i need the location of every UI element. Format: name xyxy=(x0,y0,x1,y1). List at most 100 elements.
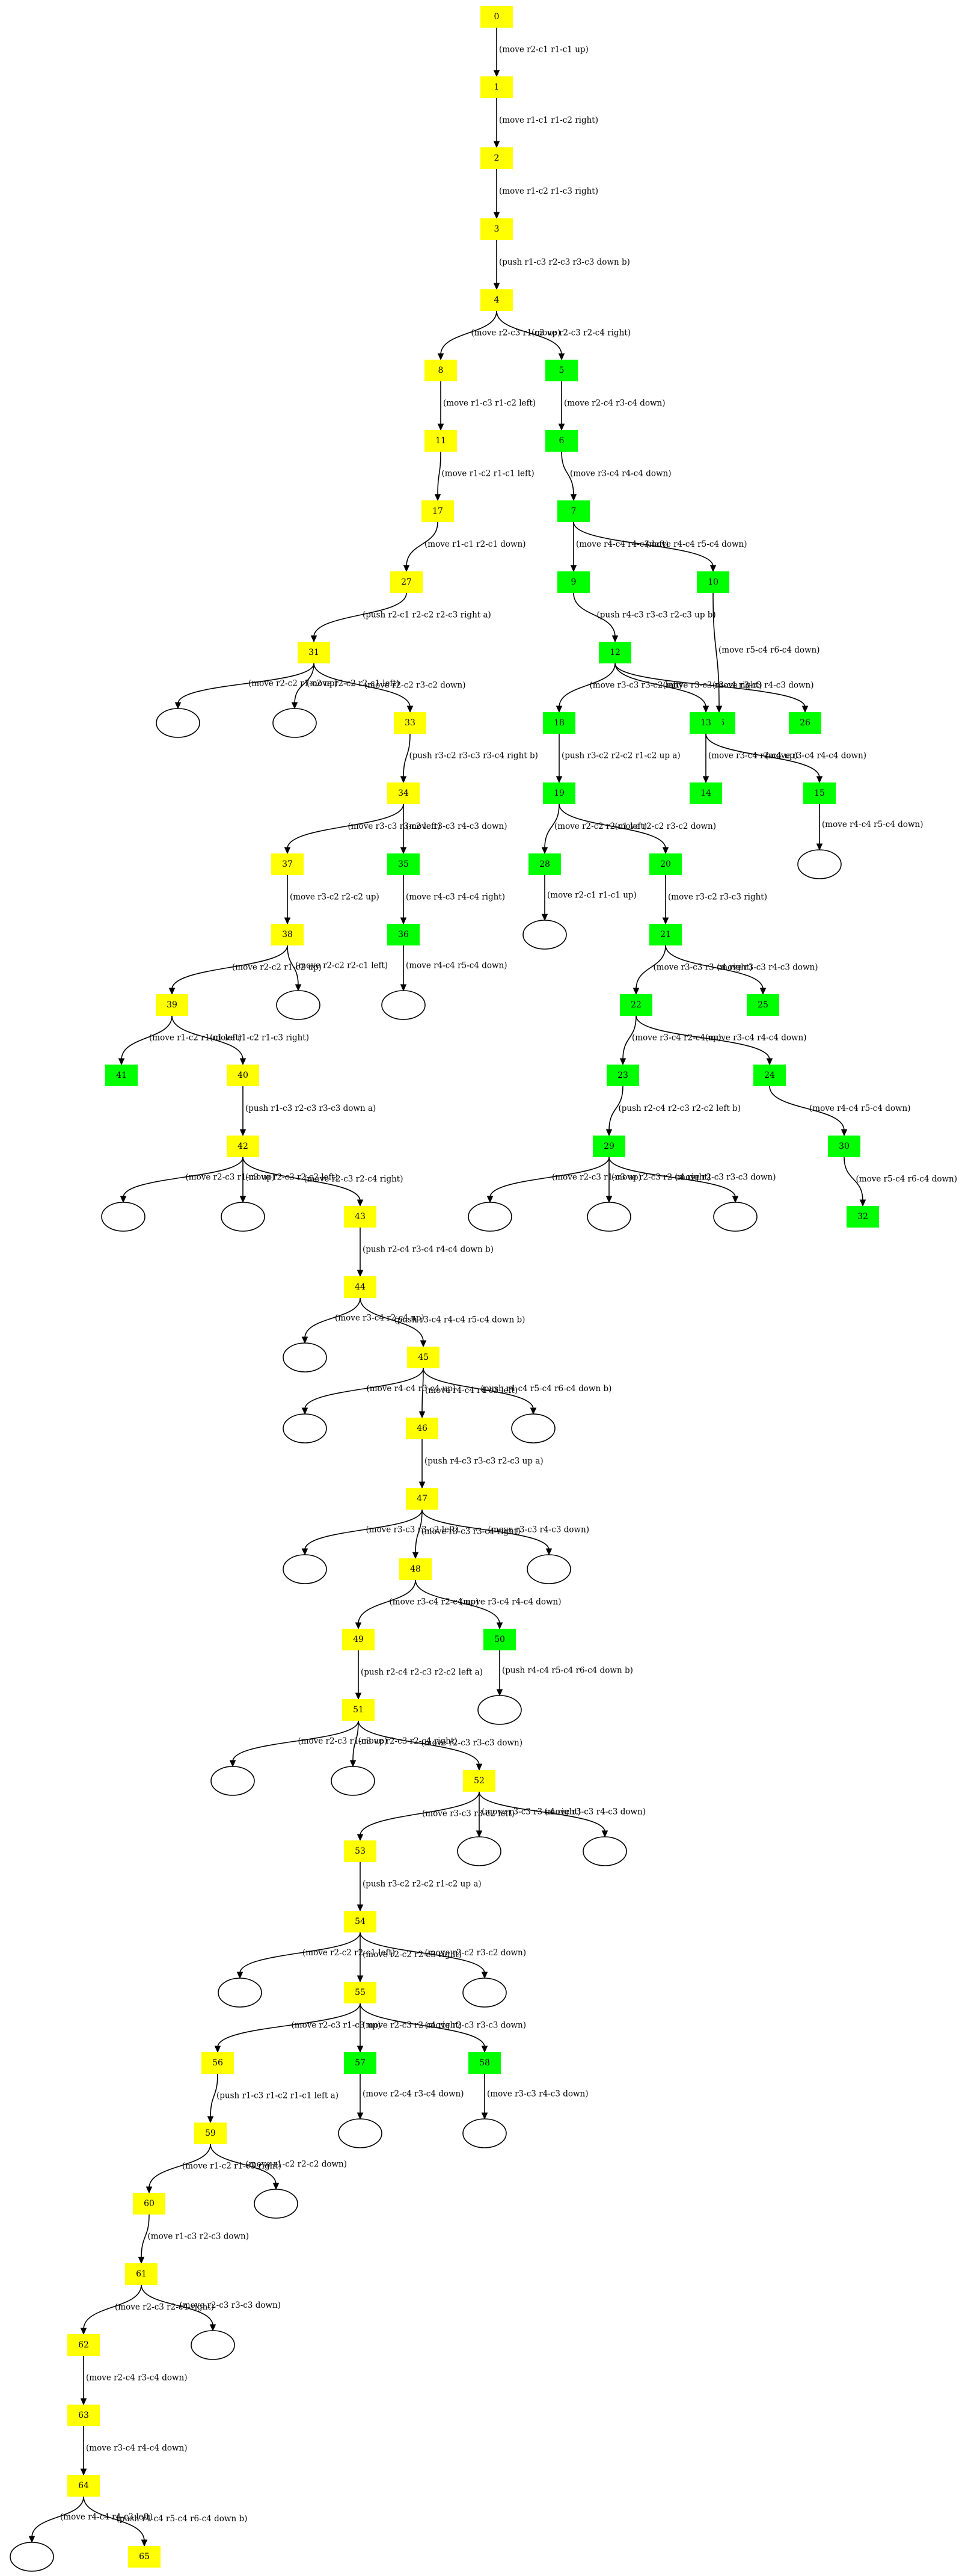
arrowhead xyxy=(496,1622,503,1630)
edge: (move r2-c2 r3-c2 down) xyxy=(559,804,716,855)
arrowhead xyxy=(434,494,441,502)
edge: (move r4-c4 r5-c4 down) xyxy=(816,804,923,851)
edge: (push r2-c4 r2-c3 r2-c2 left a) xyxy=(355,1650,483,1700)
node-label: 53 xyxy=(355,1846,366,1856)
arrowhead xyxy=(357,1975,364,1983)
node-box xyxy=(387,853,420,875)
node-label: 5 xyxy=(559,366,565,375)
edge: (move r2-c3 r2-c4 right) xyxy=(496,310,631,361)
empty-leaf-node xyxy=(587,1202,631,1232)
arrowhead xyxy=(611,635,619,643)
edge: (move r4-c4 r5-c4 down) xyxy=(573,521,747,573)
node-box xyxy=(227,1065,259,1086)
arrowhead xyxy=(174,702,182,710)
edge-label: (move r4-c3 r4-c4 right) xyxy=(406,893,505,902)
arrowhead xyxy=(349,1760,357,1768)
empty-leaf-node xyxy=(283,1342,327,1373)
edge-line xyxy=(479,1791,605,1833)
arrowhead xyxy=(357,2112,364,2120)
node-box xyxy=(545,430,578,452)
edge-line xyxy=(358,1579,416,1625)
edge: (push r3-c2 r2-c2 r1-c2 up a) xyxy=(556,734,681,784)
edge: (push r3-c4 r4-c4 r5-c4 down b) xyxy=(360,1297,525,1348)
edge: (move r2-c4 r3-c4 down) xyxy=(357,2074,464,2120)
empty-leaf-node xyxy=(797,849,842,879)
arrowhead xyxy=(295,984,302,992)
node-label: 20 xyxy=(660,859,671,869)
edge-label: (move r4-c4 r4-c3 left) xyxy=(576,539,669,549)
state-node-47: 47 xyxy=(406,1488,438,1510)
edge: (move r4-c4 r3-c4 up) xyxy=(301,1368,456,1415)
arrowhead xyxy=(301,1548,308,1556)
state-node-6: 6 xyxy=(545,430,578,452)
edge-label: (move r3-c2 r2-c2 up) xyxy=(290,893,379,902)
edge-label: (push r1-c3 r1-c2 r1-c1 left a) xyxy=(216,2091,338,2101)
node-box xyxy=(406,1488,438,1510)
empty-leaf-node xyxy=(457,1836,501,1866)
arrowhead xyxy=(209,2324,216,2332)
arrowhead xyxy=(418,1481,426,1489)
edge-line xyxy=(210,2144,277,2185)
node-box xyxy=(128,2546,161,2568)
node-box xyxy=(620,994,652,1016)
node-box xyxy=(557,500,590,522)
node-label: 45 xyxy=(418,1353,429,1362)
arrowhead xyxy=(214,2046,221,2053)
node-label: 7 xyxy=(571,506,577,516)
arrowhead xyxy=(493,70,500,78)
edge-line xyxy=(559,663,616,708)
node-label: 63 xyxy=(78,2411,89,2420)
edge: (move r2-c2 r2-c1 left) xyxy=(236,1932,395,1979)
arrowhead xyxy=(357,1270,364,1277)
arrowhead xyxy=(412,1552,419,1560)
edge-label: (move r1-c2 r1-c3 right) xyxy=(210,1033,309,1043)
edge-label: (move r2-c3 r1-c3 up) xyxy=(552,1173,642,1182)
edge-line xyxy=(573,521,714,567)
edge: (move r2-c3 r3-c3 down) xyxy=(358,1720,522,1771)
edge: (move r3-c4 r4-c4 down) xyxy=(80,2426,187,2476)
edge: (move r2-c3 r2-c4 right) xyxy=(80,2284,214,2335)
arrowhead xyxy=(816,843,823,851)
arrowhead xyxy=(633,988,640,995)
node-label: 35 xyxy=(398,859,409,869)
state-node-55: 55 xyxy=(344,1982,376,2003)
state-node-30: 30 xyxy=(828,1136,860,1157)
edge-label: (move r3-c3 r4-c3 down) xyxy=(545,1807,646,1817)
edge: (move r3-c2 r2-c2 up) xyxy=(284,875,379,925)
state-node-53: 53 xyxy=(344,1840,376,1862)
empty-leaf-node xyxy=(191,2330,235,2360)
node-box xyxy=(67,2405,100,2426)
edge: (move r3-c4 r2-c4 up) xyxy=(301,1297,424,1344)
node-box xyxy=(424,430,457,452)
node-label: 54 xyxy=(355,1917,366,1926)
node-box xyxy=(649,924,682,945)
node-box xyxy=(803,782,836,804)
arrowhead xyxy=(801,705,809,713)
arrowhead xyxy=(481,2046,488,2053)
arrowhead xyxy=(357,1904,364,1912)
nodes-layer: 0123485116177279103112163318132634191415… xyxy=(10,6,879,2572)
state-node-58: 58 xyxy=(468,2052,501,2074)
edge-label: (move r3-c3 r4-c3 down) xyxy=(488,1525,589,1535)
state-node-27: 27 xyxy=(390,571,423,593)
state-node-29: 29 xyxy=(593,1136,625,1157)
node-box xyxy=(463,1770,495,1792)
edge: (move r2-c4 r3-c4 down) xyxy=(80,2356,187,2406)
empty-leaf-node xyxy=(462,2118,507,2148)
node-label: 1 xyxy=(494,82,500,92)
edge-label: (push r3-c2 r2-c2 r1-c2 up a) xyxy=(363,1880,482,1889)
node-label: 56 xyxy=(212,2058,223,2068)
edge-label: (move r2-c3 r2-c4 right) xyxy=(115,2302,214,2312)
edge-label: (move r2-c2 r3-c2 down) xyxy=(364,681,465,690)
edge-label: (push r2-c4 r3-c4 r4-c4 down b) xyxy=(363,1245,494,1255)
edge-line xyxy=(239,1932,361,1974)
node-label: 40 xyxy=(237,1071,248,1080)
edge-line xyxy=(232,1720,359,1762)
state-node-26: 26 xyxy=(789,712,821,734)
node-box xyxy=(67,2334,100,2356)
edge-line xyxy=(608,1086,623,1131)
edge: (move r3-c3 r3-c2 left) xyxy=(301,1509,459,1556)
node-label: 27 xyxy=(401,577,412,587)
node-label: 32 xyxy=(857,1212,868,1222)
